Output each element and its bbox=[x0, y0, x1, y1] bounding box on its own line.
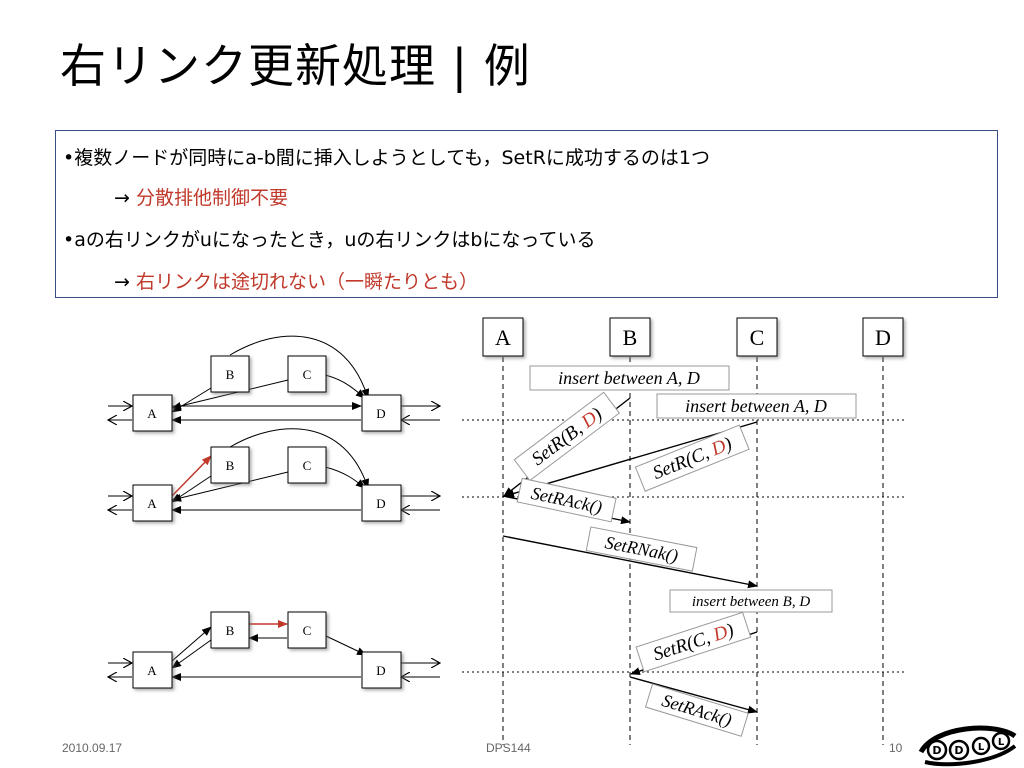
logo-circle-4 bbox=[991, 731, 1011, 751]
node-c-label: C bbox=[303, 623, 312, 638]
edge-b-a bbox=[171, 639, 212, 669]
logo-circle-2 bbox=[948, 739, 970, 761]
edge-c-d bbox=[324, 466, 366, 489]
msg-insert-2: insert between A, D bbox=[685, 396, 827, 416]
node-c bbox=[287, 446, 327, 484]
bullet-1-conclusion: → 分散排他制御不要 bbox=[114, 183, 288, 210]
node-a-label: A bbox=[147, 663, 157, 678]
lane-label-a: A bbox=[495, 325, 511, 350]
logo-circle-3 bbox=[971, 736, 991, 756]
msg-1-box bbox=[529, 365, 730, 391]
node-d bbox=[361, 484, 402, 522]
logo-swoosh-top bbox=[918, 725, 1017, 754]
edge-b-d bbox=[229, 428, 369, 489]
edge-a-b bbox=[171, 626, 212, 662]
lane-header-a bbox=[482, 317, 524, 357]
node-a bbox=[132, 651, 173, 689]
logo-circle-1 bbox=[926, 739, 948, 761]
svg-text:L: L bbox=[998, 737, 1005, 748]
node-b bbox=[210, 611, 250, 649]
footer-date: 2010.09.17 bbox=[62, 741, 123, 755]
msg-8-highlight: D bbox=[710, 622, 731, 647]
node-c bbox=[287, 611, 327, 649]
bullet-1: •複数ノードが同時にa-b間に挿入しようとしても，SetRに成功するのは1つ bbox=[63, 147, 710, 169]
bullet-2-result: 右リンクは途切れない（一瞬たりとも） bbox=[135, 271, 478, 293]
node-d-label: D bbox=[376, 406, 385, 421]
logo-swoosh-bottom bbox=[924, 744, 1017, 767]
node-d bbox=[361, 651, 402, 689]
arrow-2: → bbox=[114, 271, 130, 293]
arrow-setrnak bbox=[502, 535, 758, 589]
msg-4-pre: SetR(C, bbox=[650, 441, 717, 484]
slide-title: 右リンク更新処理 | 例 bbox=[60, 39, 531, 93]
graph-state-3: A B C D bbox=[108, 611, 440, 689]
graph-state-2: A B C D bbox=[108, 428, 440, 522]
msg-4-group: SetR(C, D) bbox=[634, 424, 750, 492]
bullet-2-conclusion: → 右リンクは途切れない（一瞬たりとも） bbox=[114, 267, 478, 294]
node-a bbox=[132, 484, 173, 522]
node-a bbox=[132, 394, 173, 432]
edge-a-b-new bbox=[171, 455, 212, 497]
msg-6-box bbox=[585, 526, 698, 572]
sequence-diagram: A B C D insert between A, D insert betwe… bbox=[462, 317, 905, 745]
footer-conference: DPS144 bbox=[486, 741, 531, 755]
node-a-label: A bbox=[147, 496, 157, 511]
msg-3-box bbox=[513, 391, 621, 482]
msg-2-box bbox=[656, 393, 857, 419]
msg-insert-1: insert between A, D bbox=[558, 368, 700, 388]
msg-setrack-2: SetRAck() bbox=[659, 690, 734, 731]
lane-label-c: C bbox=[750, 325, 765, 350]
footer-page-number: 10 bbox=[889, 741, 903, 755]
lane-header-d bbox=[862, 317, 904, 357]
node-b bbox=[210, 355, 250, 393]
arrow-1: → bbox=[114, 187, 130, 209]
msg-4-box bbox=[634, 424, 750, 492]
node-b bbox=[210, 446, 250, 484]
edge-c-d bbox=[325, 635, 367, 656]
bullet-box: •複数ノードが同時にa-b間に挿入しようとしても，SetRに成功するのは1つ →… bbox=[55, 130, 998, 298]
msg-setr-c-2: SetR(C, D) bbox=[651, 620, 737, 666]
node-c bbox=[287, 355, 327, 393]
node-d-label: D bbox=[376, 663, 385, 678]
lane-label-d: D bbox=[875, 325, 891, 350]
lane-header-c bbox=[736, 317, 778, 357]
msg-8-group: SetR(C, D) bbox=[635, 611, 752, 673]
msg-9-group: SetRAck() bbox=[644, 683, 749, 737]
msg-insert-3: insert between B, D bbox=[692, 594, 810, 610]
msg-7-box bbox=[669, 589, 833, 613]
bullet-2: •aの右リンクがuになったとき，uの右リンクはbになっている bbox=[63, 229, 596, 251]
msg-6-group: SetRNak() bbox=[585, 526, 698, 572]
ddll-logo: D D L L bbox=[918, 725, 1017, 767]
edge-c-a bbox=[171, 379, 289, 410]
node-b-label: B bbox=[226, 623, 235, 638]
edge-b-d bbox=[229, 335, 370, 399]
node-a-label: A bbox=[147, 406, 157, 421]
node-b-label: B bbox=[226, 458, 235, 473]
lane-header-b bbox=[609, 317, 651, 357]
msg-8-box bbox=[635, 611, 752, 673]
node-b-label: B bbox=[226, 367, 235, 382]
graph-state-1: A B C D bbox=[108, 335, 440, 432]
edge-c-d bbox=[324, 374, 366, 399]
msg-5-box bbox=[516, 477, 617, 523]
svg-text:D: D bbox=[954, 744, 963, 757]
msg-9-box bbox=[644, 683, 749, 737]
node-d bbox=[361, 394, 402, 432]
lane-label-b: B bbox=[623, 325, 638, 350]
edge-c-a bbox=[171, 471, 289, 502]
arrow-setrack-2 bbox=[629, 676, 758, 714]
msg-setr-b: SetR(B, D) bbox=[528, 404, 606, 470]
node-c-label: C bbox=[303, 458, 312, 473]
svg-text:D: D bbox=[932, 744, 941, 757]
node-d-label: D bbox=[376, 496, 385, 511]
svg-text:L: L bbox=[978, 742, 985, 753]
msg-5-group: SetRAck() bbox=[516, 477, 617, 523]
bullet-1-result: 分散排他制御不要 bbox=[135, 187, 288, 209]
node-c-label: C bbox=[303, 367, 312, 382]
